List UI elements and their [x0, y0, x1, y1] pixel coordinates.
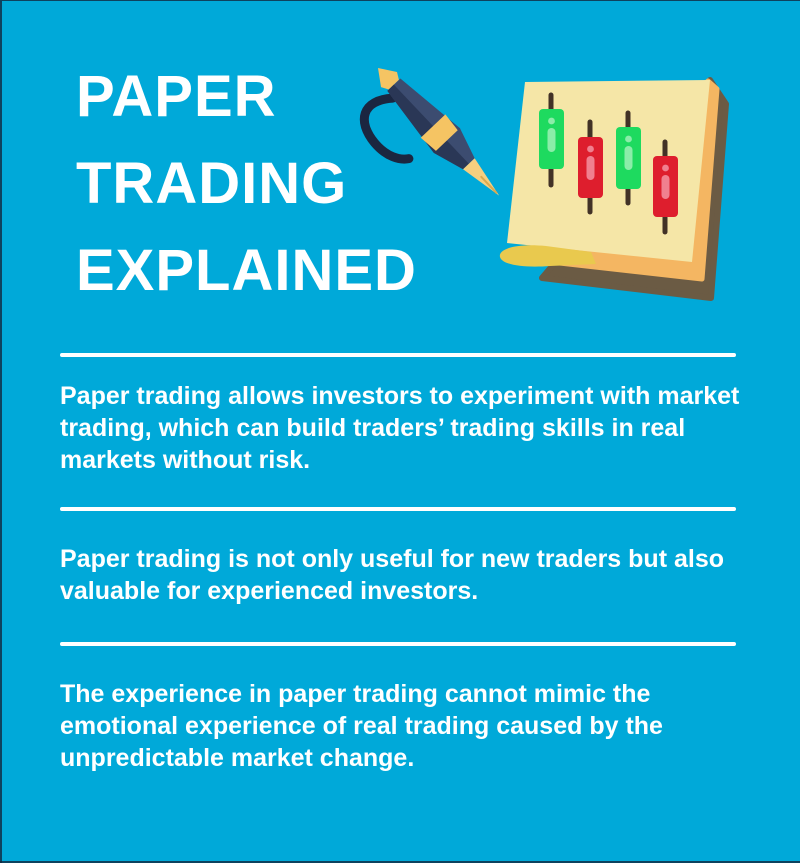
- paragraph-line: markets without risk.: [60, 446, 311, 474]
- paragraph-2: Paper trading is not only useful for new…: [60, 543, 724, 607]
- page-curl: [499, 245, 596, 267]
- candlestick-red-2: [653, 139, 678, 235]
- paragraph-line: unpredictable market change.: [60, 744, 415, 772]
- page-title: PAPER TRADING EXPLAINED: [76, 53, 417, 314]
- candle-highlight-dot: [587, 145, 594, 153]
- candle-highlight-pill: [661, 175, 670, 199]
- candle-highlight-pill: [547, 128, 556, 152]
- paragraph-line: Paper trading is not only useful for new…: [60, 545, 724, 573]
- candlestick-chart: [539, 92, 678, 235]
- paragraph-3: The experience in paper trading cannot m…: [60, 678, 663, 774]
- title-line-1: PAPER: [76, 64, 277, 129]
- candlestick-green-1: [539, 92, 564, 188]
- divider-3: [60, 642, 736, 646]
- candle-highlight-pill: [624, 146, 633, 170]
- title-line-3: EXPLAINED: [76, 238, 417, 303]
- pen-body-shade: [387, 84, 469, 170]
- pen-nib-slit: [480, 175, 498, 194]
- paragraph-line: emotional experience of real trading cau…: [60, 712, 663, 740]
- pen-clip: [359, 93, 414, 164]
- paragraph-1: Paper trading allows investors to experi…: [60, 380, 739, 476]
- notepad-icon: [499, 77, 729, 301]
- candle-highlight-dot: [662, 164, 669, 172]
- candle-highlight-dot: [625, 135, 632, 143]
- candlestick-red-1: [578, 119, 603, 215]
- paragraph-line: valuable for experienced investors.: [60, 577, 479, 605]
- title-line-2: TRADING: [76, 151, 348, 216]
- paragraph-line: trading, which can build traders’ tradin…: [60, 414, 686, 442]
- paragraph-line: The experience in paper trading cannot m…: [60, 680, 651, 708]
- pen-icon: [359, 68, 500, 196]
- pen-band: [420, 114, 458, 151]
- candle-highlight-pill: [586, 156, 595, 180]
- pen-notepad-illustration: [359, 68, 729, 301]
- candlestick-green-2: [616, 110, 641, 206]
- divider-2: [60, 507, 736, 511]
- notepad-paper: [507, 80, 710, 262]
- paragraph-line: Paper trading allows investors to experi…: [60, 382, 740, 410]
- candle-highlight-dot: [548, 117, 555, 125]
- pen-cap-tip: [378, 68, 399, 90]
- divider-1: [60, 353, 736, 357]
